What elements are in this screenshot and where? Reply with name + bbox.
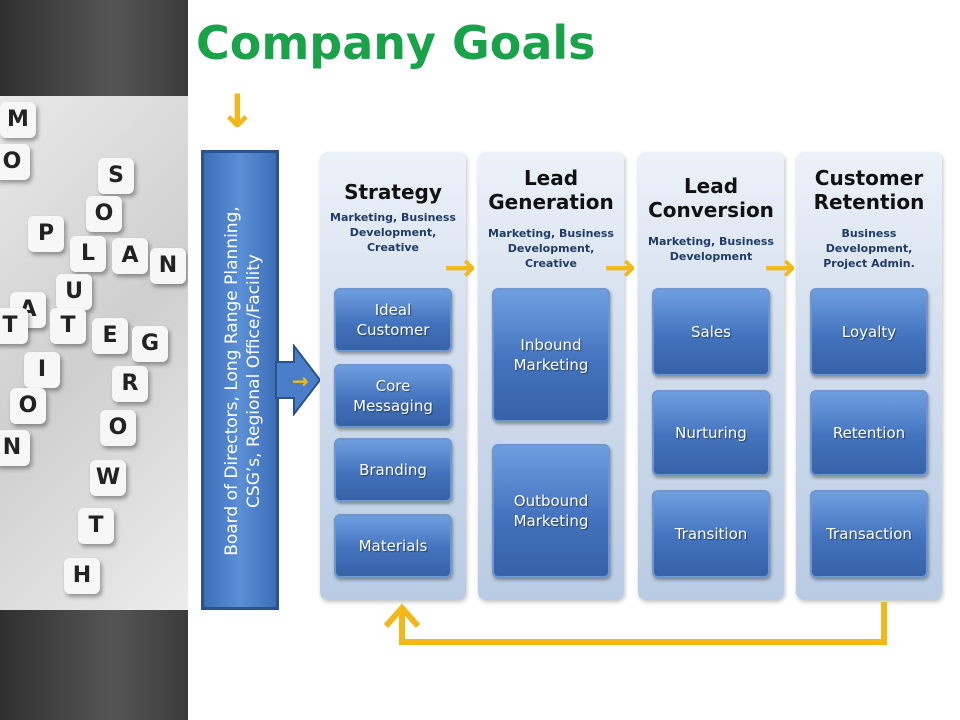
column-subtitle: Marketing, Business Development, Creativ… [488, 227, 614, 270]
item-box: Core Messaging [334, 364, 452, 428]
item-box: Loyalty [810, 288, 928, 376]
letter-tile: I [24, 352, 60, 388]
board-label: Board of Directors, Long Range Planning,… [221, 156, 265, 606]
item-box: Sales [652, 288, 770, 376]
board-to-strategy-arrow-icon: → [275, 344, 322, 416]
item-box: Inbound Marketing [492, 288, 610, 422]
arrow-right-icon: → [604, 245, 636, 289]
letter-tile: O [86, 196, 122, 232]
item-box: Branding [334, 438, 452, 502]
column-lead-conversion: Lead Conversion Marketing, Business Deve… [638, 152, 784, 600]
column-subtitle: Business Development, Project Admin. [823, 227, 915, 270]
board-label-line2: CSG’s, Regional Office/Facility [244, 254, 264, 508]
letter-tile: M [0, 102, 36, 138]
letter-tile: O [10, 388, 46, 424]
letter-tile: R [112, 366, 148, 402]
column-strategy: Strategy Marketing, Business Development… [320, 152, 466, 600]
board-of-directors-box: Board of Directors, Long Range Planning,… [201, 150, 279, 610]
letter-tile: O [0, 144, 30, 180]
letter-tile: S [98, 158, 134, 194]
item-box: Transition [652, 490, 770, 578]
arrow-down-icon: ↓ [218, 84, 257, 138]
letter-tiles-photo: M O S O P L A N U A T E G T I R O O N W … [0, 96, 188, 610]
column-title: Lead Generation [488, 166, 614, 214]
letter-tile: H [64, 558, 100, 594]
item-box: Transaction [810, 490, 928, 578]
letter-tile: L [70, 236, 106, 272]
letter-tile: U [56, 274, 92, 310]
column-customer-retention: Customer Retention Business Development,… [796, 152, 942, 600]
arrow-right-icon: → [764, 245, 796, 289]
letter-tile: N [0, 430, 30, 466]
letter-tile: T [0, 308, 28, 344]
item-box: Retention [810, 390, 928, 476]
page-title: Company Goals [196, 16, 596, 70]
column-title: Lead Conversion [648, 174, 774, 222]
letter-tile: T [50, 308, 86, 344]
item-box: Materials [334, 514, 452, 578]
letter-tile: A [112, 238, 148, 274]
board-label-line1: Board of Directors, Long Range Planning, [222, 206, 242, 556]
letter-tile: O [100, 410, 136, 446]
column-subtitle: Marketing, Business Development [648, 235, 774, 263]
column-subtitle: Marketing, Business Development, Creativ… [330, 211, 456, 254]
letter-tile: P [28, 216, 64, 252]
column-title: Customer Retention [813, 166, 925, 214]
letter-tile: E [92, 318, 128, 354]
feedback-loop-arrow-icon [383, 602, 887, 645]
letter-tile: W [90, 460, 126, 496]
item-box: Nurturing [652, 390, 770, 476]
column-title: Strategy [344, 180, 442, 204]
item-box: Ideal Customer [334, 288, 452, 352]
arrow-right-icon: → [444, 245, 476, 289]
letter-tile: N [150, 248, 186, 284]
item-box: Outbound Marketing [492, 444, 610, 578]
svg-text:→: → [292, 369, 309, 393]
column-lead-generation: Lead Generation Marketing, Business Deve… [478, 152, 624, 600]
letter-tile: G [132, 326, 168, 362]
letter-tile: T [78, 508, 114, 544]
